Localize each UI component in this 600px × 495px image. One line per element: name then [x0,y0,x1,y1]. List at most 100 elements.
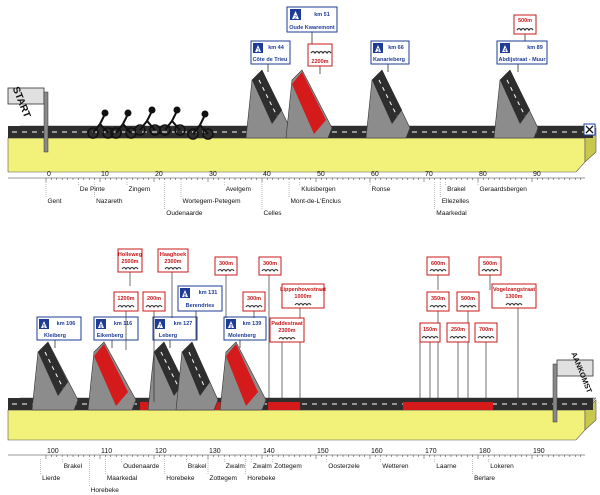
cobble-length: 300m [247,296,261,302]
place-label: Oudenaarde [166,210,203,217]
km-tick-label: 100 [47,448,59,455]
climb-hill-muur [493,69,539,139]
km-tick-label: 40 [263,171,271,178]
place-label: Maarkedal [107,475,138,482]
cobble-length: 200m [147,296,161,302]
cobble-length: 150m [423,327,437,333]
place-label: De Pinte [80,186,105,193]
cobble-sign: 300m [214,256,238,276]
climb-sign-leberg: 7 km 127 Leberg [152,316,198,348]
svg-text:km 131: km 131 [199,290,218,296]
climb-sign-kleiberg: 5 km 106 Kleiberg [36,316,82,348]
climb-hill-molenberg [219,341,267,411]
cobble-length: 300m [219,261,233,267]
cobble-length: 500m [461,296,475,302]
climb-hill-oude-kwaremont [285,69,333,139]
cobble-icon [117,304,135,308]
climb-hill-berendries [175,341,219,411]
cobble-name: Haaghoek [160,252,187,258]
place-label: Mont-de-L'Enclus [291,198,342,205]
climb-sign-cote-de-trieu: 1 km 44 Côte de Trieu [250,40,291,72]
svg-text:8: 8 [184,293,187,299]
cobble-icon [459,304,477,308]
cobble-length: 2300m [278,328,295,334]
climb-sign-molenberg: 9 km 139 Molenberg [223,316,267,348]
climb-hill-eikenberg [87,341,137,411]
svg-text:1: 1 [257,48,260,54]
svg-text:Eikenberg: Eikenberg [97,333,124,339]
km-tick-label: 110 [101,448,112,455]
km-tick-label: 0 [47,171,51,178]
place-label: Horebeke [166,475,195,482]
km-tick-label: 150 [317,448,329,455]
cobble-length: 700m [479,327,493,333]
km-tick-label: 130 [209,448,221,455]
cobble-name: Vogelzangstraat [493,287,535,293]
cobble-length: 1300m [505,294,522,300]
svg-text:6: 6 [100,324,103,330]
cobble-name: Holleweg [118,252,142,258]
profile-base-bottom [7,409,586,441]
place-label: Brakel [188,463,207,470]
cobble-sign-poles [125,272,519,402]
cobble-length: 250m [451,327,465,333]
cobble-icon [261,268,279,272]
svg-text:7: 7 [159,324,162,330]
cobble-icon [477,335,495,339]
cobble-icon [121,266,139,270]
cobble-sign: 150m [419,322,441,343]
svg-text:Kanarieberg: Kanarieberg [373,57,405,63]
climb-sign-muur: 4 km 89 Abdijstraat - Muur [496,40,548,72]
km-tick-label: 160 [371,448,383,455]
place-label: Ellezelles [442,198,470,205]
cobble-icon [449,335,467,339]
cobble-length: 2500m [121,259,138,265]
km-tick-label: 10 [101,171,109,178]
svg-text:km 127: km 127 [174,321,193,327]
place-label: Horebeke [91,487,120,494]
place-label: Ronse [372,186,391,193]
place-label: Brakel [64,463,83,470]
cobble-icon [429,268,447,272]
svg-text:km 106: km 106 [57,321,76,327]
km-tick-label: 30 [209,171,217,178]
svg-text:5: 5 [43,324,46,330]
km-tick-label: 180 [479,448,491,455]
place-label: Maarkedal [436,210,467,217]
cobble-icon [294,302,312,306]
place-label: Zingem [129,186,151,193]
svg-text:3: 3 [377,48,380,54]
km-tick-label: 190 [533,448,545,455]
cobble-length: 2300m [164,259,181,265]
km-tick-label: 90 [533,171,541,178]
cobble-icon [217,268,235,272]
place-label: Zwalm [253,463,272,470]
svg-text:km 116: km 116 [114,321,132,327]
km-tick-label: 50 [317,171,325,178]
place-label: Avelgem [226,186,251,193]
place-label: Gent [48,198,62,205]
cobble-length: 300m [263,261,277,267]
climb-hill-cote-de-trieu [245,69,291,139]
place-label: Celles [264,210,283,217]
place-label: Kluisbergen [301,186,336,193]
finish-flag-icon [583,123,596,136]
svg-text:Kleiberg: Kleiberg [44,333,66,339]
place-label: Nazareth [96,198,123,205]
svg-text:km 89: km 89 [527,45,543,51]
cobble-icon [278,336,296,340]
place-label: Geraardsbergen [480,186,528,193]
cobble-name: Paddestraat [271,321,303,327]
cobble-sign-top-2: 500m [513,14,537,42]
cobble-sign: 350m [426,291,450,312]
cobble-length: 500m [483,261,497,267]
svg-text:km 139: km 139 [243,321,262,327]
km-tick-label: 70 [425,171,433,178]
climb-sign-kanarieberg: 3 km 66 Kanarieberg [370,40,410,72]
svg-text:Oude Kwaremont: Oude Kwaremont [289,25,335,31]
svg-text:km 51: km 51 [314,12,330,18]
climb-hill-kleiberg [31,341,79,411]
